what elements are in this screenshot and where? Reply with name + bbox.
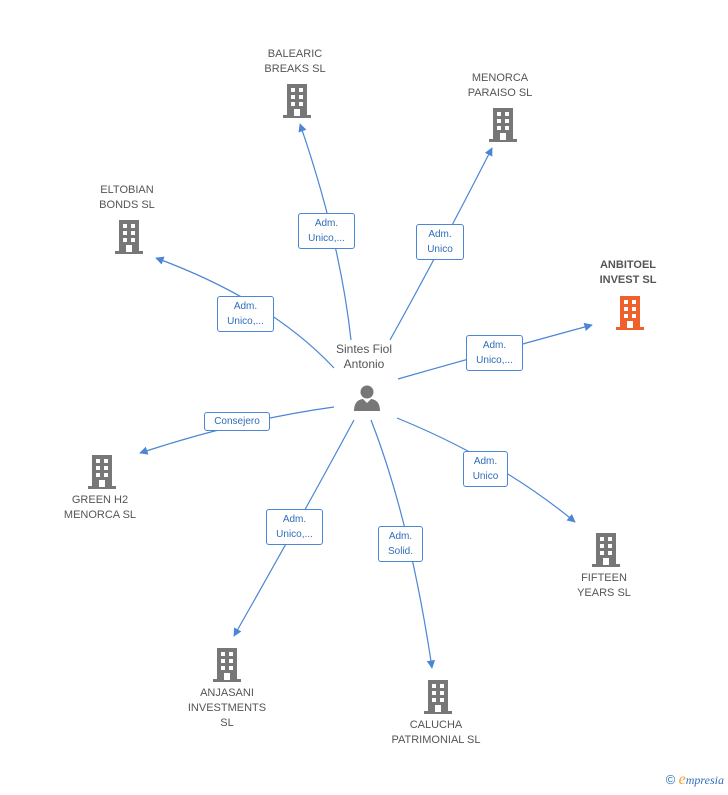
building-icon[interactable] [113,218,145,254]
copyright-symbol: © [665,772,676,787]
person-name[interactable]: Sintes Fiol Antonio [335,342,393,371]
relation-label-greenh2[interactable]: Consejero [204,412,270,431]
building-icon[interactable] [590,531,622,567]
brand-e-logo: e [678,771,686,788]
person-icon[interactable] [352,383,382,413]
company-label-balearic[interactable]: BALEARIC BREAKS SL [264,48,326,75]
relation-label-fifteen[interactable]: Adm. Unico [463,451,508,487]
building-icon-highlighted[interactable] [614,294,646,330]
company-label-menorca[interactable]: MENORCA PARAISO SL [467,72,533,99]
relation-label-menorca[interactable]: Adm. Unico [416,224,464,260]
company-label-anjasani[interactable]: ANJASANI INVESTMENTS SL [187,687,267,729]
relation-label-calucha[interactable]: Adm. Solid. [378,526,423,562]
building-icon[interactable] [422,678,454,714]
company-label-calucha[interactable]: CALUCHA PATRIMONIAL SL [391,719,481,746]
building-icon[interactable] [281,82,313,118]
relation-label-balearic[interactable]: Adm. Unico,... [298,213,355,249]
company-label-eltobian[interactable]: ELTOBIAN BONDS SL [99,184,155,211]
company-label-anbitoel[interactable]: ANBITOEL INVEST SL [599,259,657,286]
building-icon[interactable] [86,453,118,489]
building-icon[interactable] [487,106,519,142]
brand-name: mpresia [685,773,724,787]
empresia-watermark: © empresia [666,771,724,789]
company-label-fifteen[interactable]: FIFTEEN YEARS SL [577,572,631,599]
relation-label-anjasani[interactable]: Adm. Unico,... [266,509,323,545]
building-icon[interactable] [211,646,243,682]
company-label-greenh2[interactable]: GREEN H2 MENORCA SL [63,494,137,521]
relation-label-eltobian[interactable]: Adm. Unico,... [217,296,274,332]
relation-label-anbitoel[interactable]: Adm. Unico,... [466,335,523,371]
